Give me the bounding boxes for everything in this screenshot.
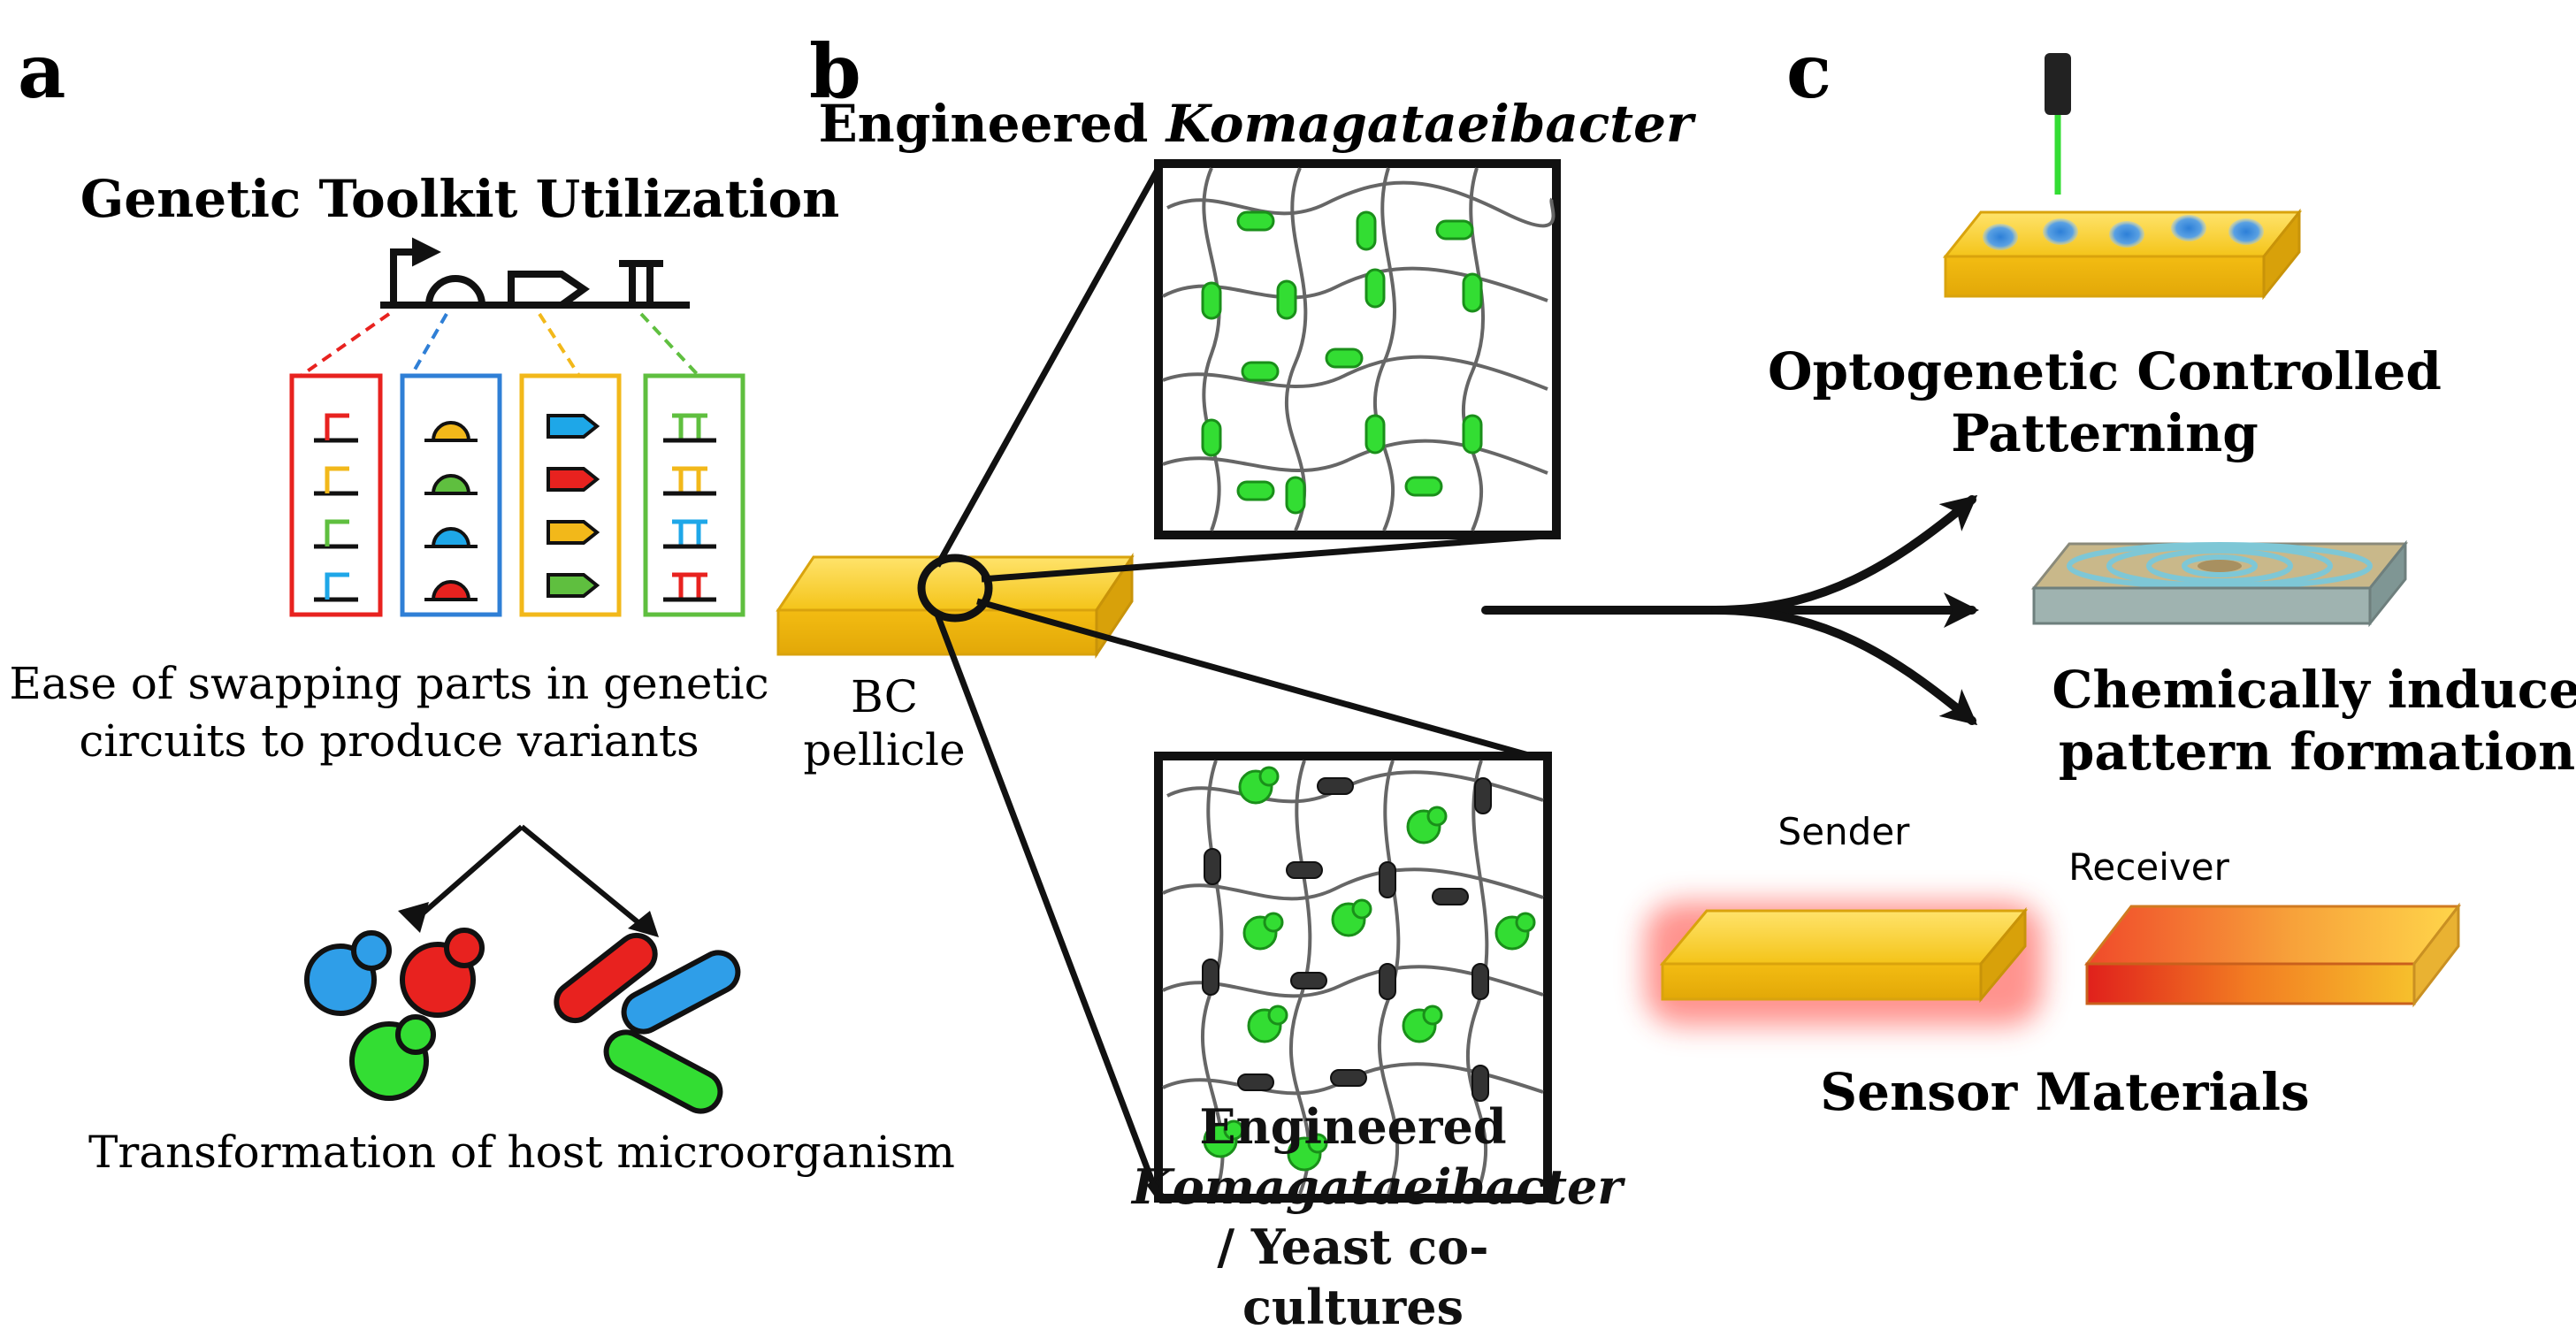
pattern-spot [2171,215,2206,241]
bacterium-cell [1276,279,1297,320]
red-bacterium-icon [554,932,658,1024]
bacterium-cell [1236,210,1275,232]
optogenetic-slab [1942,208,2303,301]
chem-label-line1: Chemically induced [2052,660,2576,720]
bc-label: BC [851,671,918,722]
bacterium-cell [1241,361,1280,382]
bacterium-cell [1474,777,1492,814]
zoom-lines [934,166,1557,1200]
panel-a-letter: a [18,27,65,115]
bacterium-cell [1471,963,1489,1000]
coculture-line1: Engineered [1199,1098,1507,1155]
bacterium-cell [1462,414,1483,455]
cds-parts-box [519,373,622,617]
host-microorganisms [304,928,741,1114]
bacterium-cell [1471,1065,1489,1102]
coculture-line3: / Yeast co-cultures [1217,1219,1489,1335]
sender-label: Sender [1778,810,1911,853]
genetic-circuit-icon [380,237,690,309]
bacterium-cell [1237,1073,1274,1091]
panel-b: b Engineered Komagataeibacter BC pellicl… [776,27,1697,1203]
promoter-icons [314,413,358,602]
receiver-slab [2083,902,2462,1008]
bacterium-cell [1364,268,1386,309]
terminator-icons [663,413,716,602]
chemical-pattern-slab [2030,539,2409,628]
bacterium-cell [1290,972,1327,989]
rbs-icons [424,421,478,601]
cds-icons [547,414,600,598]
zoom-circle [917,554,993,623]
opto-label-line2: Patterning [1951,403,2259,463]
laser-icon [2045,53,2071,195]
bacterium-cell [1317,777,1354,795]
swap-caption-line1: Ease of swapping parts in genetic [9,658,768,709]
sender-slab [1645,902,2043,1026]
transformation-caption: Transformation of host microorganism [88,1127,955,1178]
coculture-line2: Komagataeibacter [1132,1158,1623,1215]
dashed-connectors [299,312,700,378]
panel-b-letter: b [809,27,861,115]
bacterium-cell [1286,861,1323,879]
opto-label-line1: Optogenetic Controlled [1768,341,2442,401]
transformation-arrows [398,824,659,937]
genetic-toolkit-title: Genetic Toolkit Utilization [80,169,840,229]
bacterium-cell [1325,348,1364,369]
komagataeibacter-network [1154,159,1561,539]
blue-bacterium-icon [621,950,741,1035]
bacterium-cell [1330,1069,1367,1087]
coculture-caption-text: Engineered Komagataeibacter / Yeast co-c… [1132,1096,1623,1337]
promoter-parts-box [289,373,383,617]
pellicle-label: pellicle [803,724,965,775]
pattern-spot [2228,218,2264,245]
chem-label-line2: pattern formation [2059,722,2575,782]
panel-a: a Genetic Toolkit Utilization [9,27,955,1178]
bacterium-cell [1204,848,1221,885]
bacterium-cell [1356,210,1377,251]
receiver-label: Receiver [2068,845,2229,889]
bacterium-cell [1462,272,1483,313]
pattern-spot [1983,224,2018,250]
engineered-title: Engineered Komagataeibacter [818,94,1697,154]
pattern-spot [2109,221,2144,248]
diverging-arrows [1481,494,1979,726]
bacterium-cell [1201,418,1222,457]
panel-c-letter: c [1786,27,1831,115]
swap-caption-line2: circuits to produce variants [79,715,699,767]
bacterium-cell [1364,414,1386,455]
bacterium-cell [1202,959,1219,996]
green-bacterium-icon [603,1029,723,1114]
co-culture-network [1154,752,1552,1203]
bacterium-cell [1236,480,1275,501]
pattern-spot [2043,218,2078,245]
bacterium-cell [1379,963,1396,1000]
terminator-parts-box [643,373,745,617]
bacterium-cell [1379,861,1396,898]
figure-canvas: a Genetic Toolkit Utilization [9,27,2576,1203]
sensor-materials-label: Sensor Materials [1820,1062,2309,1122]
bc-pellicle-slab [776,553,1135,659]
bacterium-cell [1435,219,1474,241]
rbs-parts-box [400,373,502,617]
bacterium-cell [1201,281,1222,320]
bacterium-cell [1285,476,1306,515]
bacterium-cell [1404,476,1443,497]
bacterium-cell [1432,888,1469,905]
panel-c: c Optogenetic Controlled Patterning [1481,27,2576,1122]
